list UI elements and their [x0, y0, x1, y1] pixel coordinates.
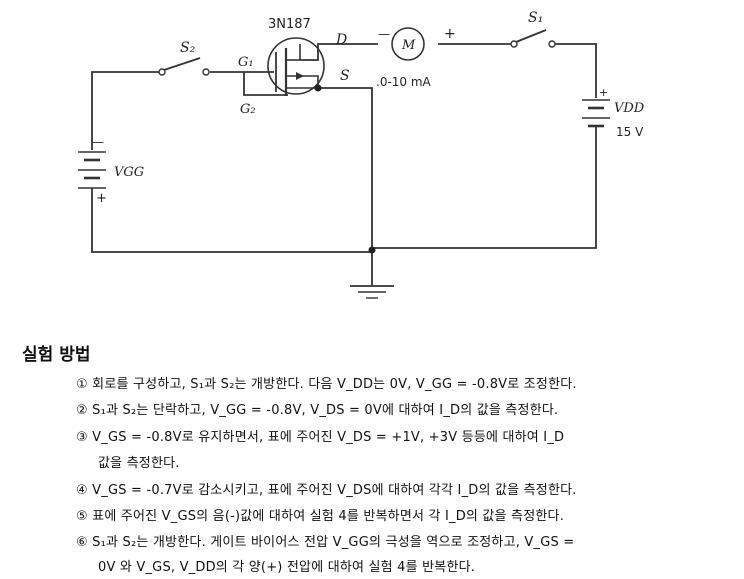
wire-vdd-return — [372, 142, 597, 249]
wire-source-to-ground — [318, 87, 373, 286]
meter-range-label: .0-10 mA — [376, 75, 432, 89]
wire-vgg-to-ground-node — [91, 212, 372, 253]
ground-junction-dot — [368, 246, 376, 254]
transistor-label: 3N187 — [268, 17, 311, 32]
vdd-value-label: 15 V — [616, 125, 644, 139]
switch-s1 — [510, 29, 556, 48]
drain-label: D — [335, 32, 347, 48]
switch-s2 — [158, 57, 210, 76]
meter — [391, 27, 425, 61]
battery-vdd — [582, 99, 610, 142]
switch1-label: S₁ — [528, 10, 543, 26]
battery-vgg — [78, 151, 106, 212]
mosfet-test-circuit: 3N187 D S G₁ G₂ S₂ S₁ M .0-10 mA — + + V… — [78, 10, 645, 299]
mosfet-3n187 — [267, 37, 325, 96]
vdd-plus-label: + — [599, 86, 608, 99]
procedure-step-1: ① 회로를 구성하고, S₁과 S₂는 개방한다. 다음 V_DD는 0V, V… — [76, 377, 577, 392]
switch2-label: S₂ — [180, 40, 196, 56]
procedure-step-5: ⑤ 표에 주어진 V_GS의 음(-)값에 대하여 실험 4를 반복하면서 각 … — [76, 509, 565, 524]
vgg-plus-label: + — [96, 191, 107, 206]
procedure-step-2: ② S₁과 S₂는 단락하고, V_GG = -0.8V, V_DS = 0V에… — [76, 403, 559, 418]
procedure-title: 실험 방법 — [22, 345, 91, 365]
procedure-step-3: ③ V_GS = -0.8V로 유지하면서, 표에 주어진 V_DS = +1V… — [76, 430, 565, 445]
wire-drain-to-meter — [300, 43, 378, 61]
gate2-label: G₂ — [240, 102, 256, 117]
gate1-label: G₁ — [238, 55, 254, 70]
procedure-step-3-continued: 값을 측정한다. — [98, 456, 180, 471]
procedure-step-6: ⑥ S₁과 S₂는 개방한다. 게이트 바이어스 전압 V_GG의 극성을 역으… — [76, 535, 575, 550]
vgg-label: VGG — [114, 165, 144, 180]
wire-s1-to-vdd — [554, 43, 597, 98]
wire-s2-to-vgg — [91, 71, 160, 150]
procedure-step-4: ④ V_GS = -0.7V로 감소시키고, 표에 주어진 V_DS에 대하여 … — [76, 483, 577, 498]
source-junction-dot — [314, 84, 322, 92]
wire-gate-g1-g2 — [243, 71, 288, 96]
ground-symbol — [350, 285, 394, 299]
source-label: S — [340, 68, 350, 84]
meter-minus-label: — — [378, 27, 390, 41]
procedure-step-6-continued: 0V 와 V_GS, V_DD의 각 양(+) 전압에 대하여 실험 4를 반복… — [98, 560, 476, 575]
meter-label: M — [401, 38, 416, 53]
vgg-minus-label: — — [92, 135, 104, 149]
vdd-label: VDD — [614, 101, 645, 116]
meter-plus-label: + — [444, 26, 456, 42]
